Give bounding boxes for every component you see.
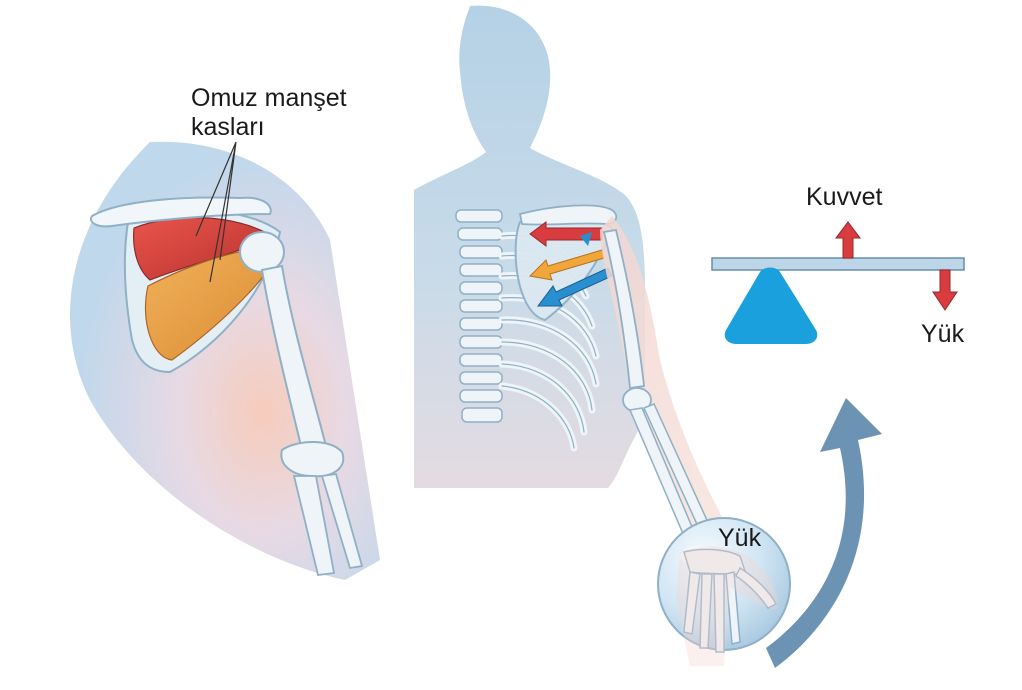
rotator-cuff-label-line1: Omuz manşet bbox=[191, 84, 347, 112]
forearm-bones bbox=[292, 472, 364, 576]
rotator-cuff-force-arrows bbox=[528, 221, 613, 307]
label-leader-lines bbox=[195, 141, 237, 283]
arm-humerus bbox=[602, 228, 645, 390]
blue-arrow-small bbox=[580, 232, 592, 246]
blue-arrow bbox=[537, 267, 613, 307]
lever-diagram bbox=[711, 221, 965, 344]
rotator-cuff-orange-muscle bbox=[144, 247, 281, 361]
load-ball-group bbox=[657, 517, 791, 666]
lever-load-label: Yük bbox=[921, 320, 965, 348]
clavicle-bone bbox=[90, 196, 272, 228]
lever-fulcrum-icon bbox=[724, 267, 818, 344]
spine bbox=[455, 209, 503, 423]
lever-force-label: Kuvvet bbox=[806, 183, 883, 211]
force-arrow-icon bbox=[835, 221, 861, 259]
lever-beam bbox=[711, 257, 965, 271]
raised-arm-glow bbox=[600, 216, 760, 590]
hand-bones bbox=[683, 548, 778, 653]
ball-load-label: Yük bbox=[718, 524, 762, 552]
load-arrow-icon bbox=[932, 269, 958, 311]
orange-arrow bbox=[528, 249, 605, 281]
elbow-joint bbox=[280, 441, 345, 478]
hand-skin bbox=[676, 546, 778, 666]
rotator-cuff-label-line2: kasları bbox=[191, 113, 265, 141]
rotation-arrow-icon bbox=[766, 398, 882, 668]
shoulder-closeup bbox=[70, 141, 380, 580]
body-back-view bbox=[414, 5, 760, 590]
